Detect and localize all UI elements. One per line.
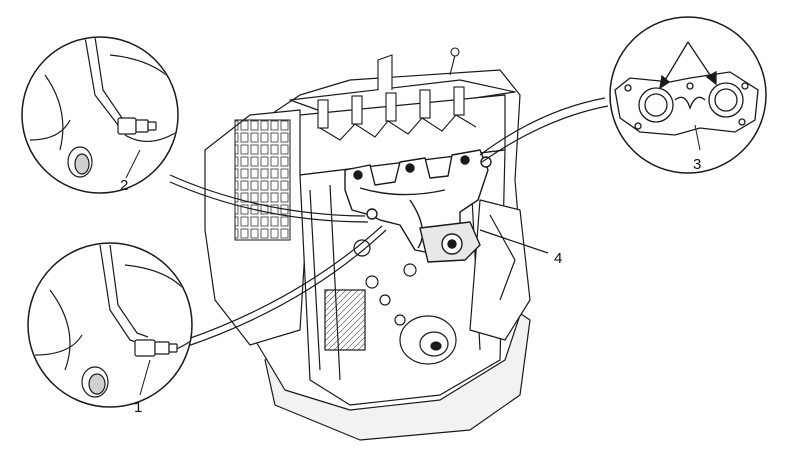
callout-label-1: 1	[134, 399, 142, 416]
callout-label-4: 4	[554, 250, 562, 267]
exhaust-manifold	[344, 149, 492, 263]
engine-block	[204, 69, 531, 441]
arrows	[659, 41, 717, 90]
crank-pulley	[324, 239, 457, 365]
gasket	[614, 71, 759, 136]
leader-lines	[169, 97, 609, 348]
injector-row	[317, 47, 477, 141]
detail-circle-3	[609, 16, 767, 174]
detail-circle-1	[27, 242, 193, 408]
detail-circle-2	[21, 36, 179, 194]
leader-4	[479, 229, 549, 254]
callout-label-3: 3	[693, 156, 701, 173]
callout-label-2: 2	[120, 177, 128, 194]
